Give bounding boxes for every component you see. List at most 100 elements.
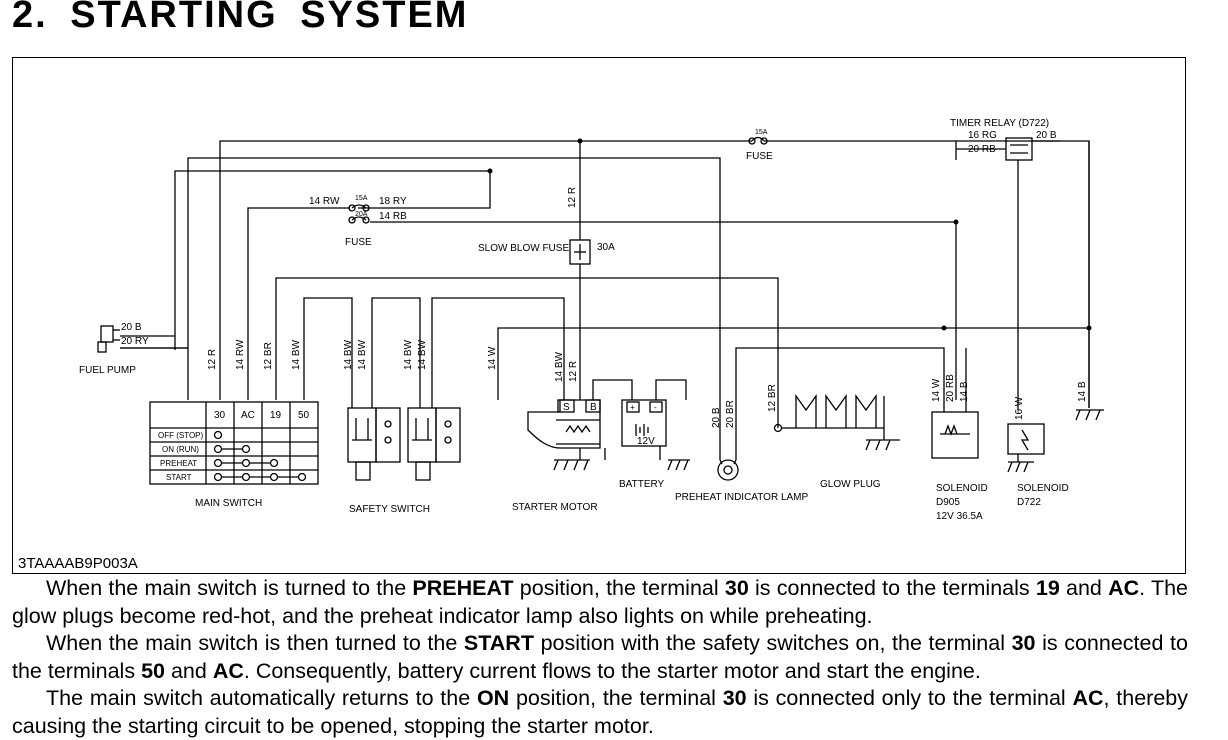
solenoid-d905-wire-1: 14 W [931, 378, 942, 402]
glow-plug-wire: 12 BR [767, 384, 778, 412]
paragraph-run: ON [476, 686, 510, 710]
paragraph-run: . The glow plugs become red-hot, and the… [12, 576, 1189, 628]
glow-plug-label: GLOW PLUG [820, 479, 881, 490]
terminal-19: 19 [270, 410, 282, 421]
paragraph-on: The main switch automatically returns to… [12, 685, 1188, 740]
solenoid-d905-wire-2: 20 RB [945, 374, 956, 402]
position-start: START [166, 473, 192, 482]
position-preheat: PREHEAT [160, 459, 197, 468]
wire-top-right [764, 140, 1090, 408]
solenoid-d905-icon [931, 411, 979, 459]
paragraph-run: is connected to the terminals [748, 576, 1036, 600]
paragraph-run: 30 [724, 576, 749, 600]
ground-wire-label: 14 B [1077, 381, 1088, 402]
safety-wire-3: 14 BW [403, 339, 414, 370]
paragraph-run: 19 [1035, 576, 1060, 600]
fuel-pump-label: FUEL PUMP [79, 365, 136, 376]
safety-switch-label: SAFETY SWITCH [349, 504, 430, 515]
paragraph-run: position, the terminal [513, 576, 725, 600]
paragraph-run: and [1059, 576, 1109, 600]
paragraph-run: is connected to the terminals [12, 631, 1188, 683]
slow-blow-fuse-icon [569, 239, 591, 265]
slow-blow-fuse-label: SLOW BLOW FUSE [478, 243, 569, 254]
paragraph-run: 30 [1011, 631, 1036, 655]
fuse-small-label: FUSE [345, 237, 372, 248]
battery-minus: - [654, 403, 657, 412]
fuse-small-wire-out1: 18 RY [379, 196, 407, 207]
starter-motor-label: STARTER MOTOR [512, 502, 598, 513]
position-off: OFF (STOP) [158, 431, 204, 440]
starter-wire-14w: 14 W [487, 346, 498, 370]
starter-wire-12r: 12 R [568, 361, 579, 382]
paragraph-run: 50 [141, 658, 165, 683]
solenoid-d722-label: SOLENOID [1017, 483, 1069, 494]
safety-wire-4: 14 BW [417, 339, 428, 370]
paragraph-run: , thereby causing the starting circuit t… [12, 686, 1188, 738]
fuse-small-rating-a: 15A [355, 195, 368, 202]
terminal-30: 30 [214, 410, 226, 421]
timer-relay-wire1: 16 RG [968, 130, 997, 141]
main-switch-wire-ac: 14 RW [235, 339, 246, 370]
paragraph-run: position with the safety switches on, th… [533, 631, 1012, 655]
fuse-top-icon [748, 136, 768, 145]
wire-14rw [247, 207, 350, 400]
preheat-lamp-label: PREHEAT INDICATOR LAMP [675, 492, 809, 503]
safety-wire-2: 14 BW [357, 339, 368, 370]
paragraph-run: . Consequently, battery current flows to… [243, 658, 981, 683]
starter-wire-14bw: 14 BW [554, 351, 565, 382]
main-switch-label: MAIN SWITCH [195, 498, 262, 509]
terminal-50: 50 [298, 410, 310, 421]
safety-switch-right-icon [407, 407, 461, 481]
lamp-wire-20br: 20 BR [725, 400, 736, 428]
paragraph-start: When the main switch is then turned to t… [12, 630, 1188, 685]
wire-second-bus [187, 157, 721, 460]
wire-14rb [370, 221, 957, 400]
paragraph-run: The main switch automatically returns to… [46, 686, 477, 710]
timer-relay-label: TIMER RELAY (D722) [950, 118, 1049, 129]
timer-relay-wire2: 20 RB [968, 144, 996, 155]
timer-relay-icon [956, 137, 1060, 161]
fuse-small-rating-b: 20A [355, 211, 368, 218]
paragraph-run: AC [1108, 576, 1140, 600]
solenoid-d722-wire: 16 W [1014, 396, 1025, 420]
solenoid-d905-spec: 12V 36.5A [936, 511, 983, 522]
wire-top-bus [219, 140, 752, 400]
diagram-frame [12, 57, 1186, 574]
battery-label: BATTERY [619, 479, 665, 490]
battery-icon [621, 379, 690, 471]
paragraph-run: position, the terminal [509, 686, 723, 710]
starter-motor-icon [527, 379, 633, 471]
page-title: 2. STARTING SYSTEM [12, 0, 469, 36]
slow-blow-fuse-wire: 12 R [567, 187, 578, 208]
slow-blow-fuse-rating: 30A [597, 242, 615, 253]
lamp-wire-20b: 20 B [711, 407, 722, 428]
paragraph-run: 30 [722, 686, 747, 710]
main-switch-wire-19: 12 BR [263, 342, 274, 370]
main-switch-wire-30: 12 R [207, 349, 218, 370]
paragraph-run: AC [212, 658, 244, 683]
main-switch-table [149, 401, 319, 485]
terminal-ac: AC [241, 410, 255, 421]
paragraph-preheat: When the main switch is turned to the PR… [12, 575, 1188, 630]
battery-plus: + [630, 403, 635, 412]
wire-14w [497, 327, 1089, 400]
fuel-pump-icon [97, 325, 120, 353]
paragraph-run: and [164, 658, 213, 683]
paragraph-run: PREHEAT [412, 576, 514, 600]
wire-glow [275, 277, 779, 428]
paragraph-run: START [463, 631, 534, 655]
starter-terminal-s: S [563, 402, 570, 413]
ground-symbol [1075, 409, 1104, 421]
glow-plug-icon [773, 393, 900, 451]
safety-wire-1: 14 BW [343, 339, 354, 370]
fuse-small-wire-out2: 14 RB [379, 211, 407, 222]
paragraph-run: When the main switch is turned to the [46, 576, 413, 600]
main-switch-wire-50: 14 BW [291, 339, 302, 370]
solenoid-d905-model: D905 [936, 497, 960, 508]
solenoid-d722-model: D722 [1017, 497, 1041, 508]
fuel-pump-wire2: 20 RY [121, 336, 149, 347]
fuel-pump-wire1: 20 B [121, 322, 142, 333]
fuse-small-icon [348, 204, 370, 224]
paragraph-run: is connected only to the terminal [746, 686, 1073, 710]
starter-terminal-b: B [590, 402, 597, 413]
